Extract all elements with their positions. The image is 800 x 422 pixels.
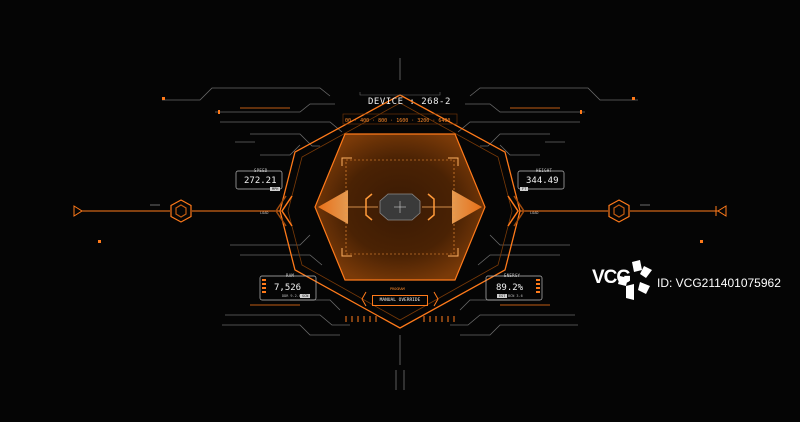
speed-unit: MPH <box>270 187 281 191</box>
device-title: DEVICE : 268-2 <box>368 97 451 107</box>
right-side-hexagon-icon <box>608 199 630 223</box>
tiny-markers <box>98 97 703 243</box>
scale-bar-frame <box>342 113 458 125</box>
override-brackets <box>361 291 439 307</box>
right-upper-circuit <box>457 87 638 156</box>
program-label: PROGRAM <box>390 287 405 291</box>
scale-labels: 00 · 400 · 800 · 1600 · 3200 · 6400 <box>345 118 451 124</box>
left-end-triangle-icon <box>73 205 83 217</box>
watermark-id: ID: VCG211401075962 <box>657 276 781 290</box>
speed-label: SPEED <box>254 168 268 173</box>
crosshair-icon <box>394 201 406 213</box>
watermark-logo-text: VCG <box>592 267 631 288</box>
energy-value: 89.2% <box>496 283 524 293</box>
right-load-label: LOAD <box>530 211 539 215</box>
scale-label: 3200 <box>417 118 430 124</box>
core-dashed-frame <box>345 159 455 255</box>
title-bracket <box>359 92 441 96</box>
core-corner-brackets <box>341 157 459 257</box>
readout-accents <box>262 279 540 293</box>
ram-value: 7,526 <box>274 283 302 293</box>
watermark-logo-icon <box>618 260 652 300</box>
right-lower-circuit <box>450 234 578 336</box>
left-side-hexagon-icon <box>170 199 192 223</box>
horizontal-axis <box>82 204 718 212</box>
energy-tag: EST <box>497 294 508 298</box>
outer-hexagon-inner-ring <box>287 102 513 321</box>
ram-tag: SCN <box>300 294 311 298</box>
speed-value: 272.21 <box>244 176 277 186</box>
height-unit: FT <box>520 187 529 191</box>
scale-label: 1600 <box>396 118 409 124</box>
outer-hexagon <box>279 94 521 329</box>
core-inner-brackets <box>365 193 435 221</box>
height-value: 344.49 <box>526 176 559 186</box>
left-upper-circuit <box>162 87 343 156</box>
center-vertical-lines <box>395 58 405 390</box>
scale-label: 400 <box>360 118 370 124</box>
side-chevrons <box>275 195 525 227</box>
ram-label: RAM <box>286 273 295 278</box>
ram-sub: DDR 9.2.6 <box>282 294 301 298</box>
scale-label: 6400 <box>438 118 451 124</box>
height-label: HEIGHT <box>536 168 553 173</box>
energy-sub: BCN 3.6 <box>508 294 523 298</box>
left-load-label: LOAD <box>260 211 269 215</box>
scale-label: 800 <box>378 118 388 124</box>
core-left-arrow <box>318 190 348 224</box>
right-end-triangle-icon <box>717 205 727 217</box>
energy-label: ENERGY <box>504 273 521 278</box>
scale-label: 00 <box>345 118 352 124</box>
core-right-arrow <box>452 190 482 224</box>
readout-frames <box>235 170 565 301</box>
bottom-tick-row <box>345 316 455 322</box>
manual-override-button[interactable]: MANUAL OVERRIDE <box>372 295 428 306</box>
